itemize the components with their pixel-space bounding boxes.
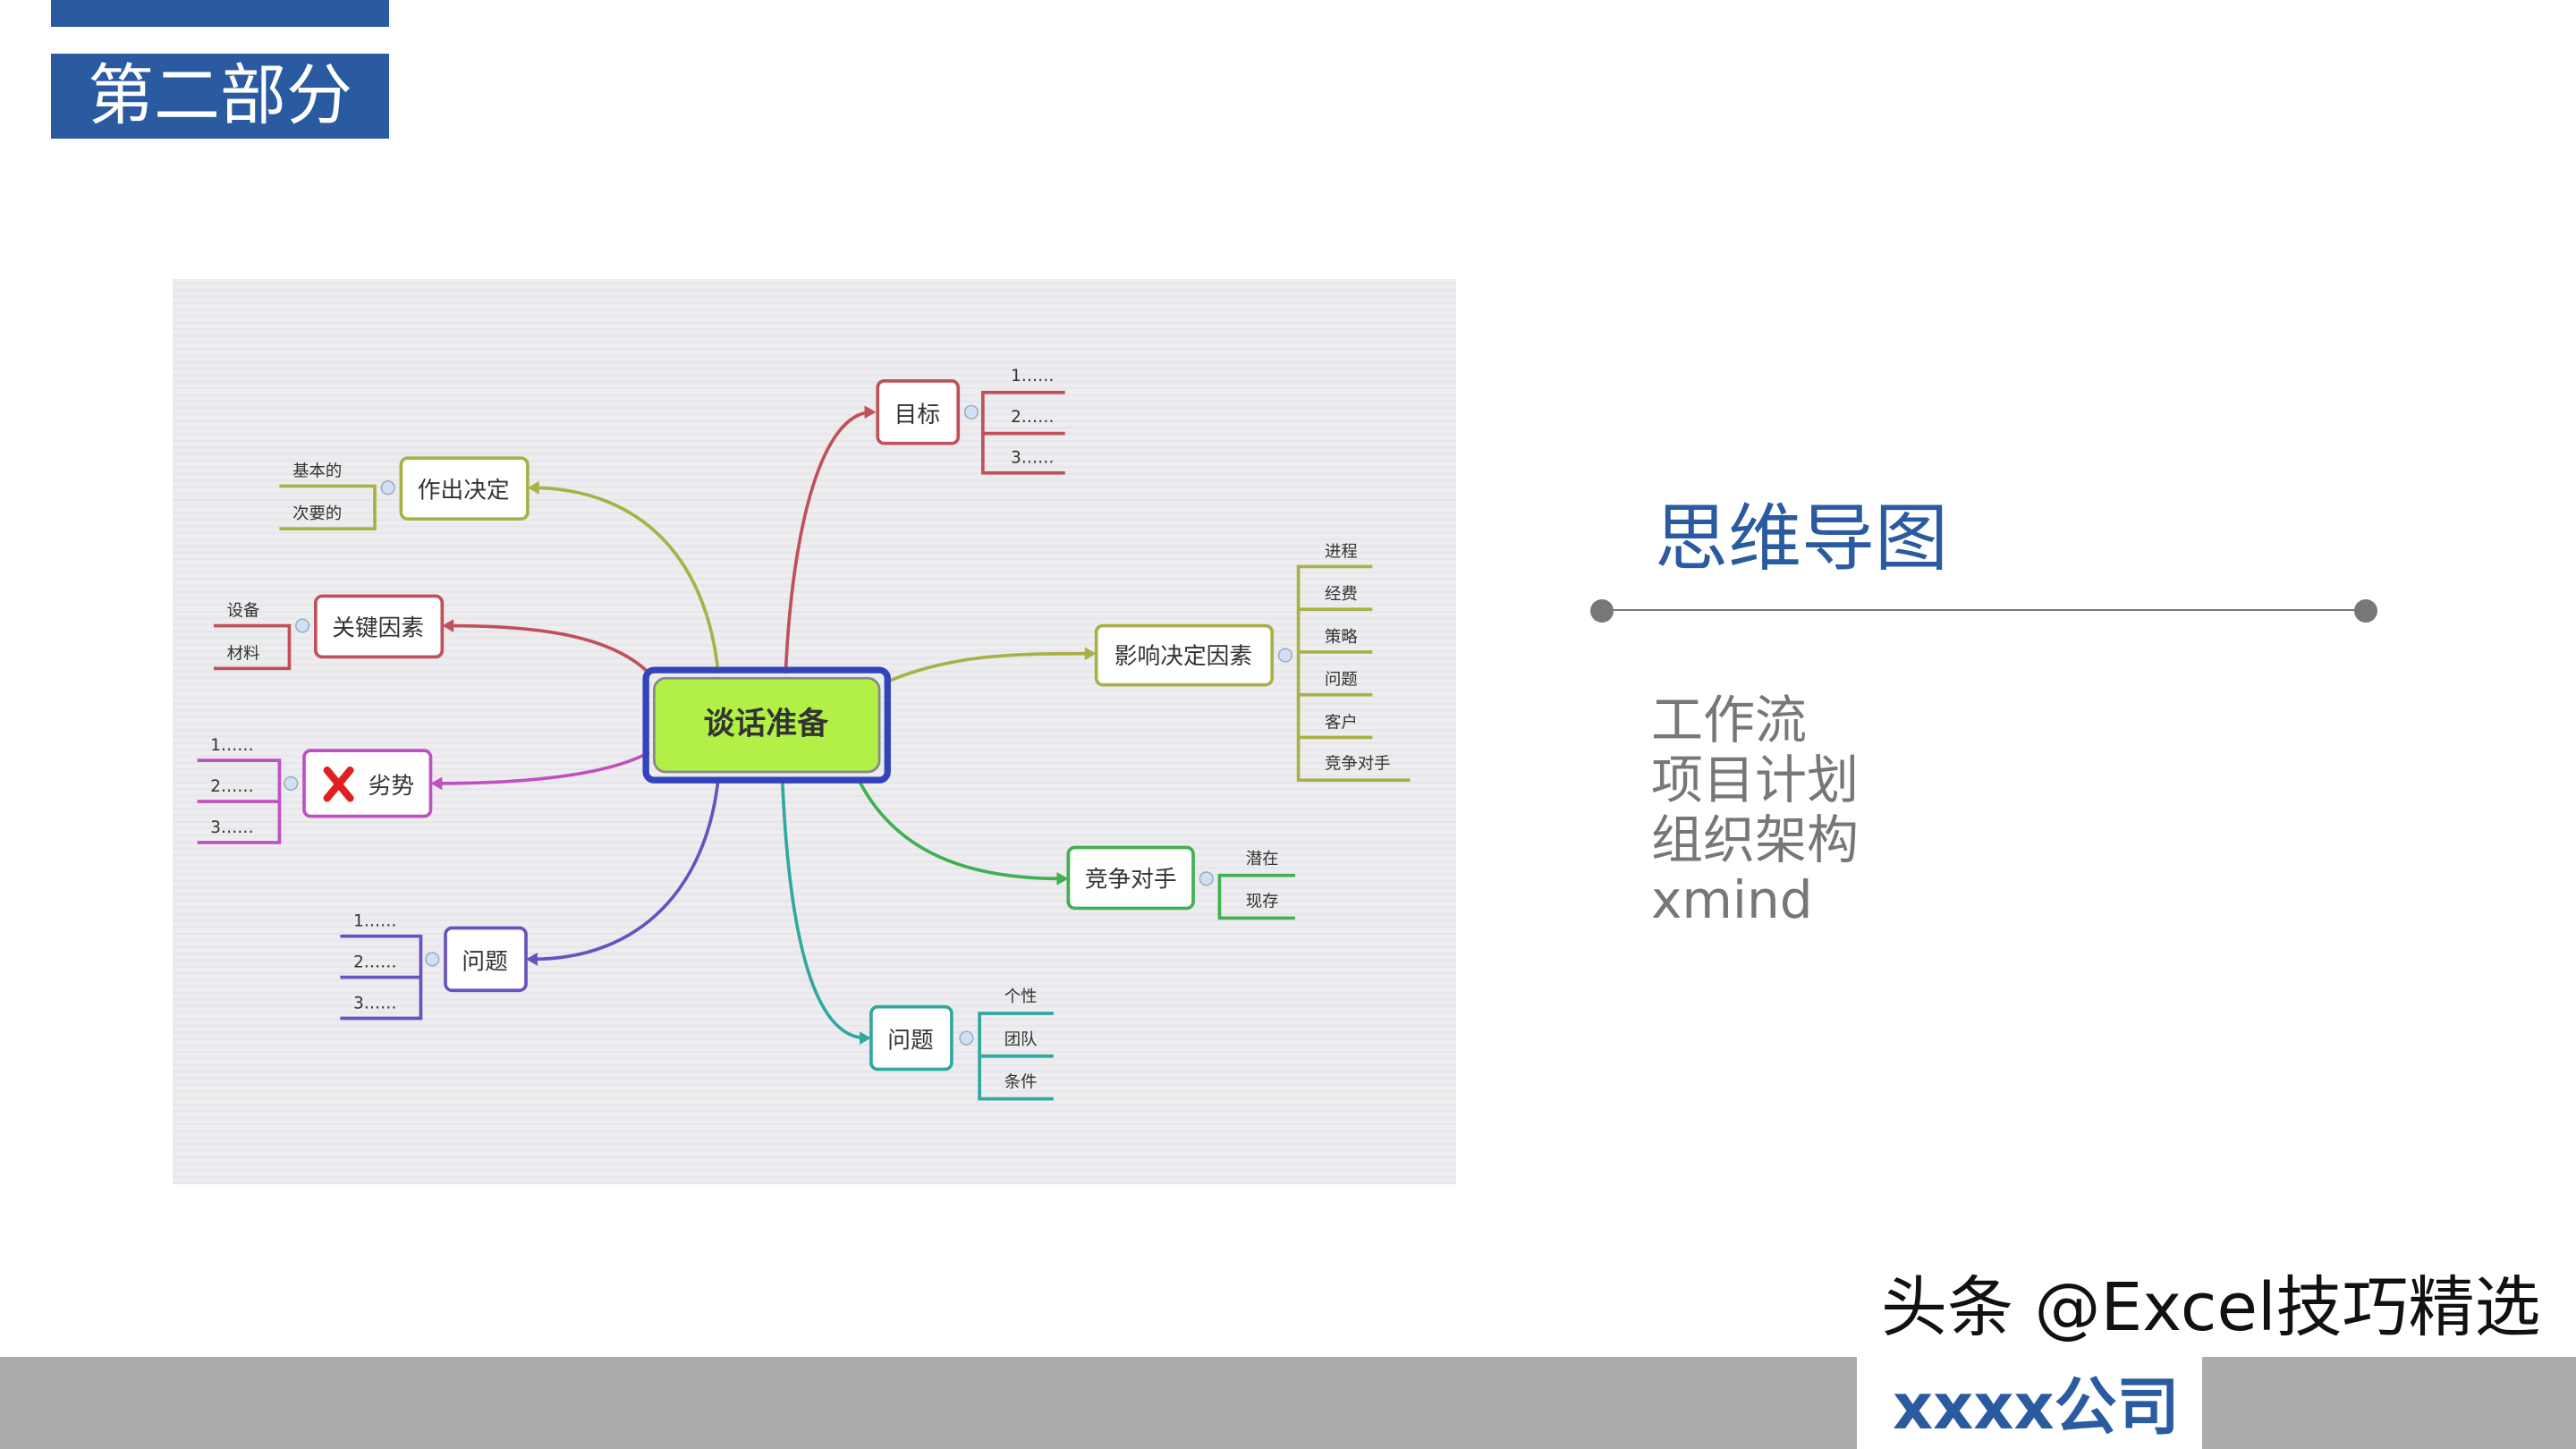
- node-competitor[interactable]: 竞争对手 潜在 现存: [1066, 845, 1295, 920]
- subtopic: 设备: [227, 602, 260, 621]
- subtopic: 1……: [353, 912, 396, 931]
- node-label: 竞争对手: [1085, 867, 1177, 894]
- side-list: 工作流 项目计划 组织架构 xmind: [1651, 691, 1859, 930]
- side-list-item: xmind: [1651, 869, 1813, 930]
- subtopic: 潜在: [1246, 850, 1279, 869]
- node-problem-left[interactable]: 问题 1…… 2…… 3……: [340, 912, 528, 1021]
- side-list-item: 项目计划: [1651, 750, 1860, 810]
- subtopic: 基本的: [292, 462, 342, 480]
- section-title: 第二部分: [51, 54, 389, 139]
- collapse-icon[interactable]: [963, 404, 979, 419]
- collapse-icon[interactable]: [284, 775, 299, 791]
- collapse-icon[interactable]: [1199, 871, 1214, 886]
- link-goal: [784, 410, 872, 674]
- node-problem-bottom[interactable]: 问题 个性 团队 条件: [869, 987, 1054, 1101]
- subtopic: 进程: [1325, 542, 1358, 561]
- node-influence[interactable]: 影响决定因素 进程 经费 策略 问题 客户 竞争对手: [1094, 542, 1411, 783]
- subtopic: 竞争对手: [1325, 754, 1390, 773]
- subtopic: 3……: [210, 818, 253, 837]
- node-weakness[interactable]: 劣势 1…… 2…… 3……: [197, 736, 433, 844]
- side-list-item: 组织架构: [1651, 809, 1860, 870]
- subtopic: 1……: [1011, 367, 1054, 386]
- mindmap-image: 谈话准备 目标 1…… 2…… 3…… 作出决定 基本的 次要的 关键因素 设备…: [173, 279, 1456, 1184]
- node-label: 影响决定因素: [1114, 643, 1252, 670]
- central-topic[interactable]: 谈话准备: [642, 666, 891, 784]
- subtopic: 2……: [210, 777, 253, 796]
- node-label: 目标: [894, 402, 940, 428]
- subtopic: 材料: [227, 644, 260, 663]
- link-competitor: [856, 777, 1063, 881]
- arrowheads: [430, 405, 1097, 1045]
- central-topic-label: 谈话准备: [703, 707, 829, 742]
- divider-dot-left: [1590, 599, 1614, 623]
- node-label: 作出决定: [418, 477, 510, 504]
- subtopic: 问题: [1325, 671, 1358, 690]
- subtopic: 客户: [1325, 713, 1358, 732]
- collapse-icon[interactable]: [959, 1030, 974, 1046]
- subtopic: 2……: [353, 953, 396, 972]
- subtopic: 策略: [1325, 628, 1358, 647]
- subtopic: 3……: [1011, 449, 1054, 468]
- node-label: 劣势: [369, 773, 414, 800]
- collapse-icon[interactable]: [380, 480, 395, 496]
- subtopic: 次要的: [292, 504, 342, 523]
- company-name: xxxx公司: [1893, 1370, 2180, 1444]
- subtopic: 团队: [1004, 1030, 1038, 1049]
- subtopic: 1……: [210, 736, 253, 755]
- node-label: 问题: [462, 948, 507, 975]
- footer-logo-area: [1857, 1357, 2202, 1449]
- subtopic: 个性: [1004, 987, 1038, 1006]
- collapse-icon[interactable]: [425, 952, 440, 967]
- subtopic: 3……: [353, 994, 396, 1013]
- collapse-icon[interactable]: [295, 618, 310, 633]
- subtopic: 2……: [1011, 408, 1054, 427]
- divider-line: [1602, 609, 2366, 611]
- subtopic: 现存: [1246, 893, 1279, 911]
- subtopic: 经费: [1325, 585, 1358, 604]
- node-goal[interactable]: 目标 1…… 2…… 3……: [876, 367, 1065, 475]
- link-decision: [534, 486, 720, 674]
- side-title: 思维导图: [1655, 496, 1949, 581]
- link-key-factors: [446, 623, 651, 675]
- node-label: 问题: [887, 1028, 933, 1055]
- link-problem-bottom: [780, 778, 867, 1040]
- watermark: 头条 @Excel技巧精选: [1881, 1269, 2541, 1346]
- node-decision[interactable]: 作出决定 基本的 次要的: [279, 456, 530, 531]
- red-x-icon: [323, 767, 354, 802]
- divider-dot-right: [2354, 599, 2377, 623]
- side-list-item: 工作流: [1651, 690, 1808, 750]
- link-problem-left: [532, 778, 720, 962]
- top-accent-bar: [51, 0, 389, 27]
- node-label: 关键因素: [332, 615, 424, 642]
- collapse-icon[interactable]: [1277, 648, 1292, 663]
- node-key-factors[interactable]: 关键因素 设备 材料: [213, 594, 445, 671]
- subtopic: 条件: [1004, 1073, 1038, 1092]
- link-influence: [886, 651, 1090, 683]
- link-weakness: [436, 750, 650, 785]
